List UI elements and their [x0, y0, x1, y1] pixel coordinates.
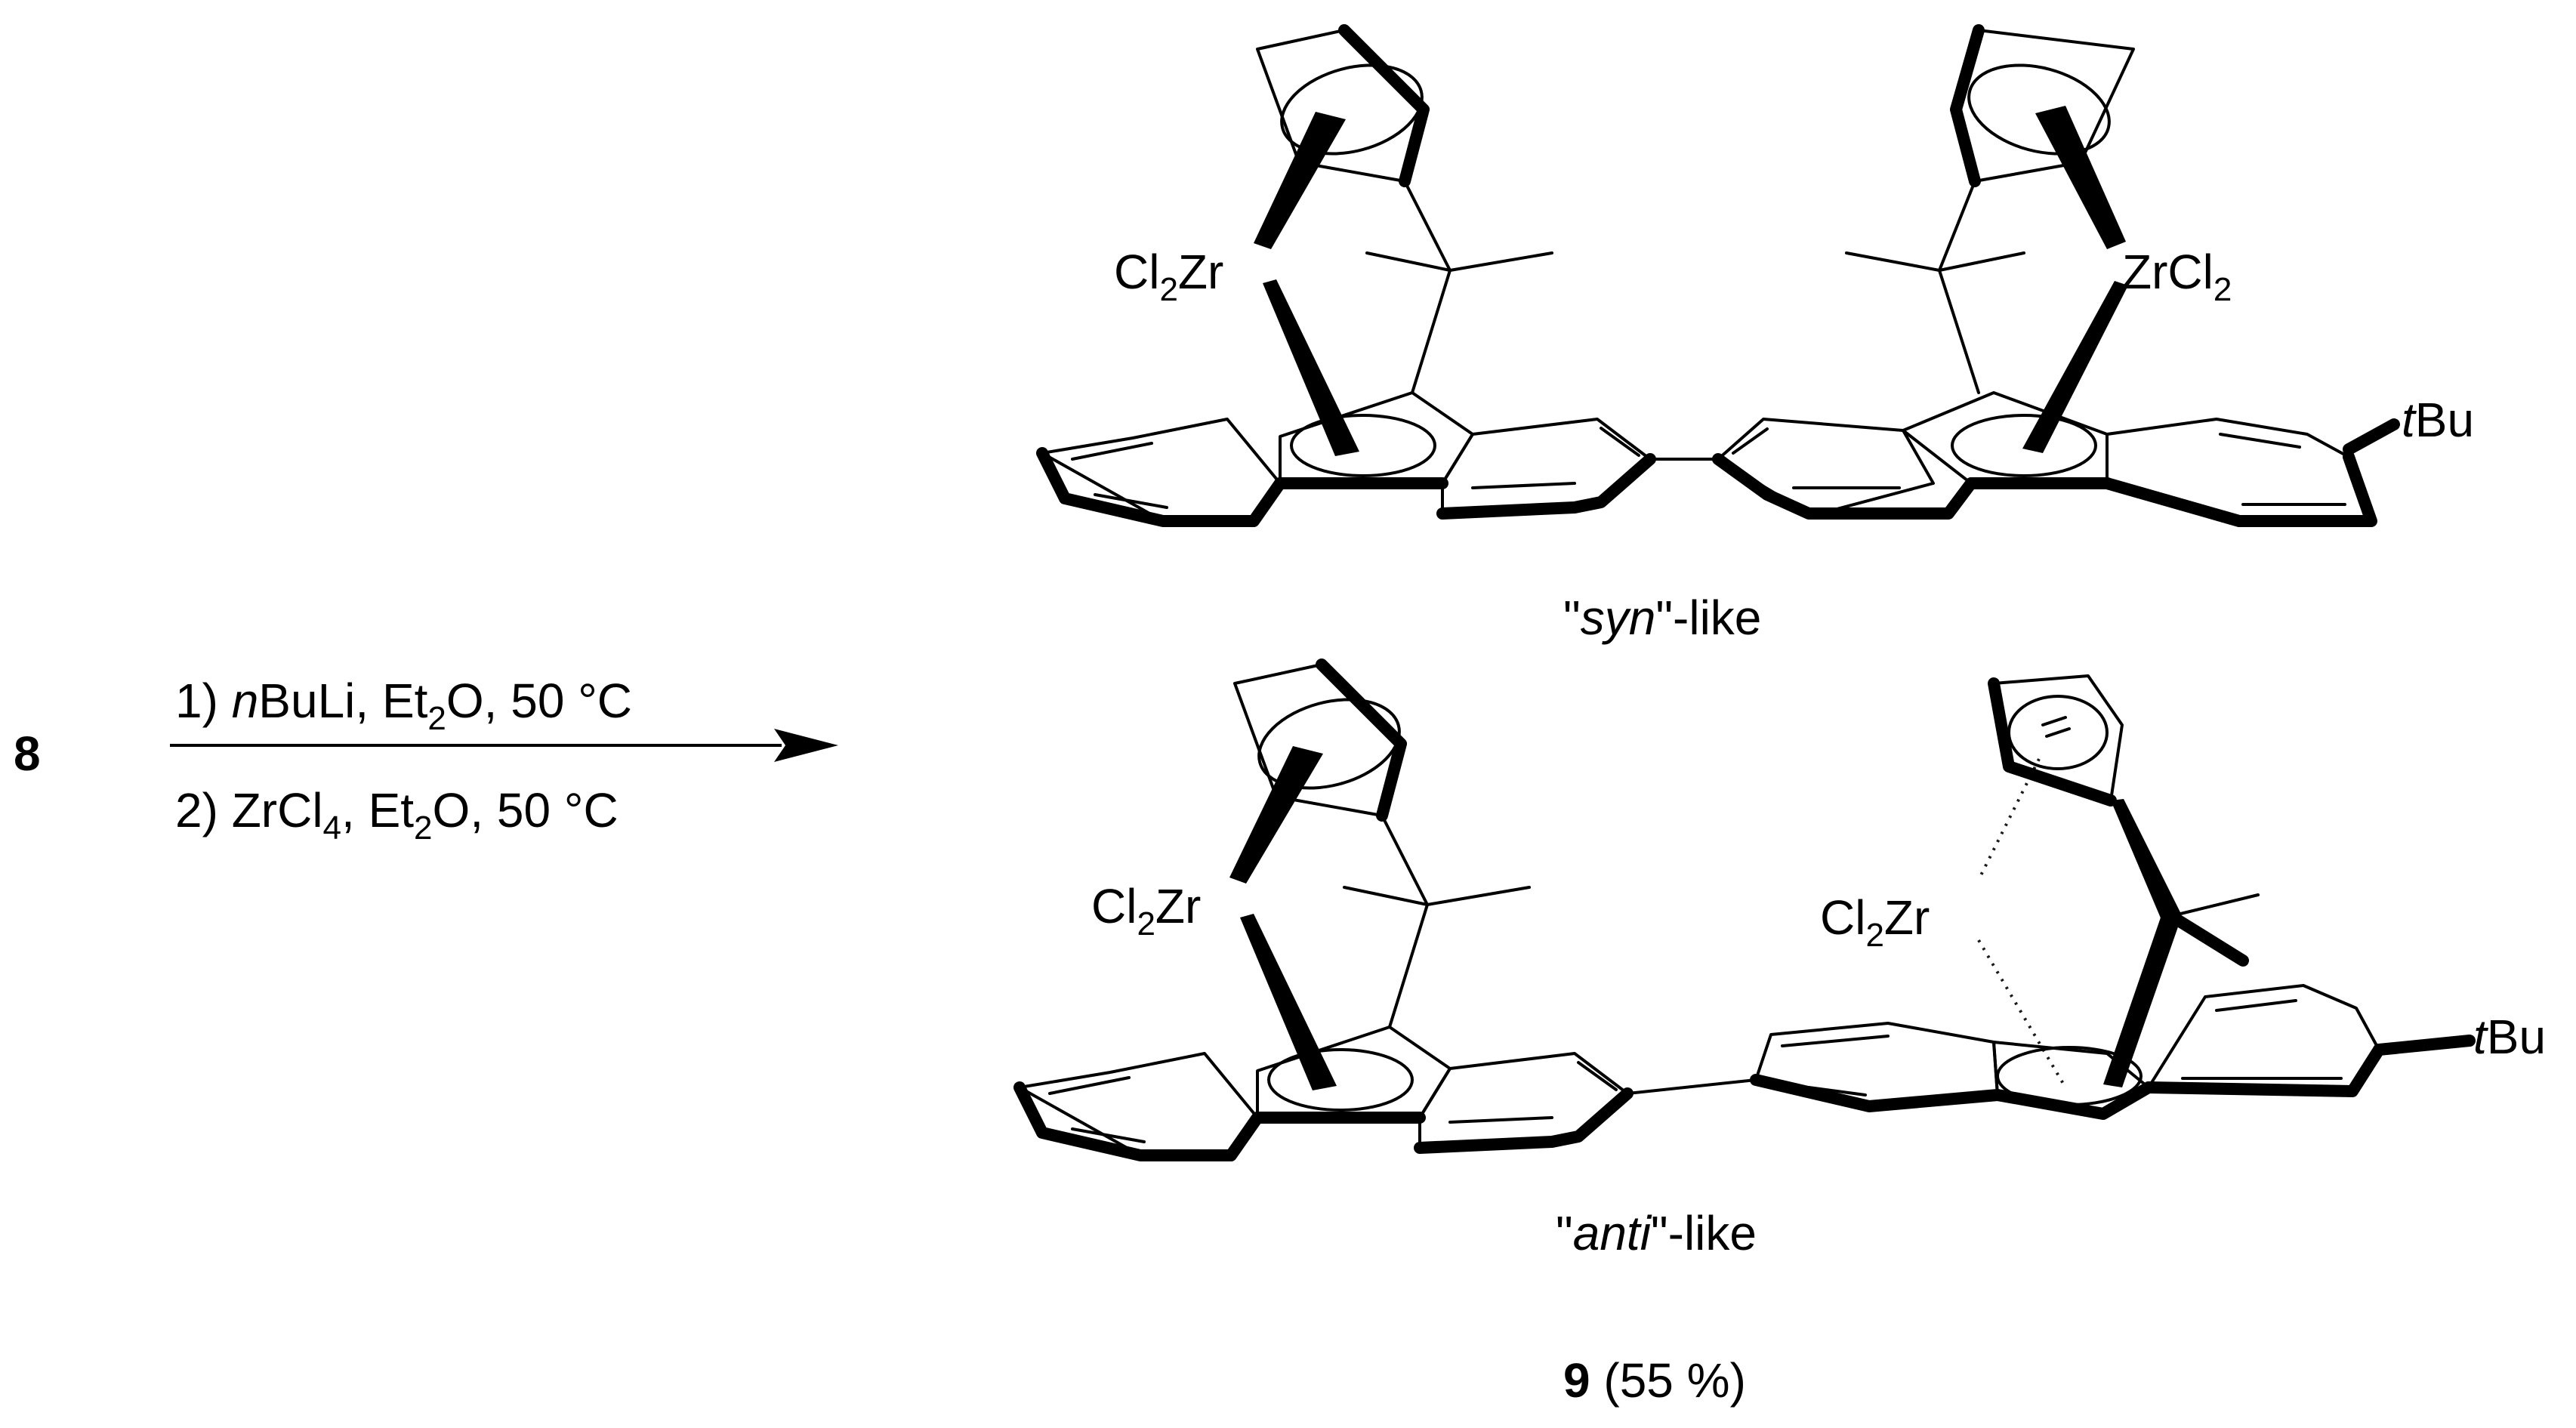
anti-right-fluorenyl — [1750, 984, 2476, 1120]
anti-left-flu-zr-wedge — [1240, 914, 1337, 1090]
syn-left-cp-ring — [1256, 24, 1430, 187]
syn-right-flu-zr-wedge — [2022, 281, 2128, 453]
syn-left-cp-zr-wedge — [1254, 112, 1346, 249]
syn-left-bridge — [1365, 180, 1553, 394]
anti-left-fluorenyl — [1013, 1026, 1634, 1161]
anti-right-cp-ring — [1988, 674, 2124, 807]
syn-right-cp-ring — [1950, 24, 2135, 187]
anti-right-metal-label: Cl2Zr — [1820, 890, 1930, 954]
syn-left-metal-label: Cl2Zr — [1114, 245, 1223, 308]
syn-right-bridge — [1845, 180, 2025, 394]
condition-step-2: 2) ZrCl4, Et2O, 50 °C — [175, 783, 619, 847]
product-label: 9 (55 %) — [1563, 1353, 1746, 1408]
syn-left-fluorenyl — [1036, 391, 1656, 527]
anti-left-cp-ring — [1233, 658, 1407, 822]
anti-right-bridge-wedge-bottom — [2103, 915, 2181, 1087]
syn-caption: "syn"-like — [1563, 591, 1761, 645]
syn-tbu-label: tBu — [2402, 393, 2474, 447]
reaction-arrow — [170, 729, 838, 762]
anti-tbu-label: tBu — [2473, 1010, 2546, 1064]
syn-right-cp-zr-wedge — [2035, 106, 2126, 249]
syn-left-flu-zr-wedge — [1263, 279, 1359, 456]
reactant-label: 8 — [14, 726, 41, 781]
anti-right-bridge-wedge-top — [2111, 799, 2181, 920]
anti-left-cp-zr-wedge — [1229, 746, 1323, 884]
syn-right-fluorenyl — [1712, 391, 2400, 527]
condition-step-1: 1) nBuLi, Et2O, 50 °C — [175, 674, 632, 737]
anti-structure — [1013, 658, 2476, 1161]
anti-left-bridge — [1343, 814, 1531, 1029]
anti-left-metal-label: Cl2Zr — [1091, 879, 1201, 942]
syn-structure — [1036, 24, 2400, 527]
anti-hashed-bonds — [1977, 758, 2067, 1089]
anti-caption: "anti"-like — [1556, 1206, 1757, 1260]
anti-biaryl-bond — [1626, 1078, 1757, 1095]
syn-right-metal-label: ZrCl2 — [2122, 245, 2232, 308]
